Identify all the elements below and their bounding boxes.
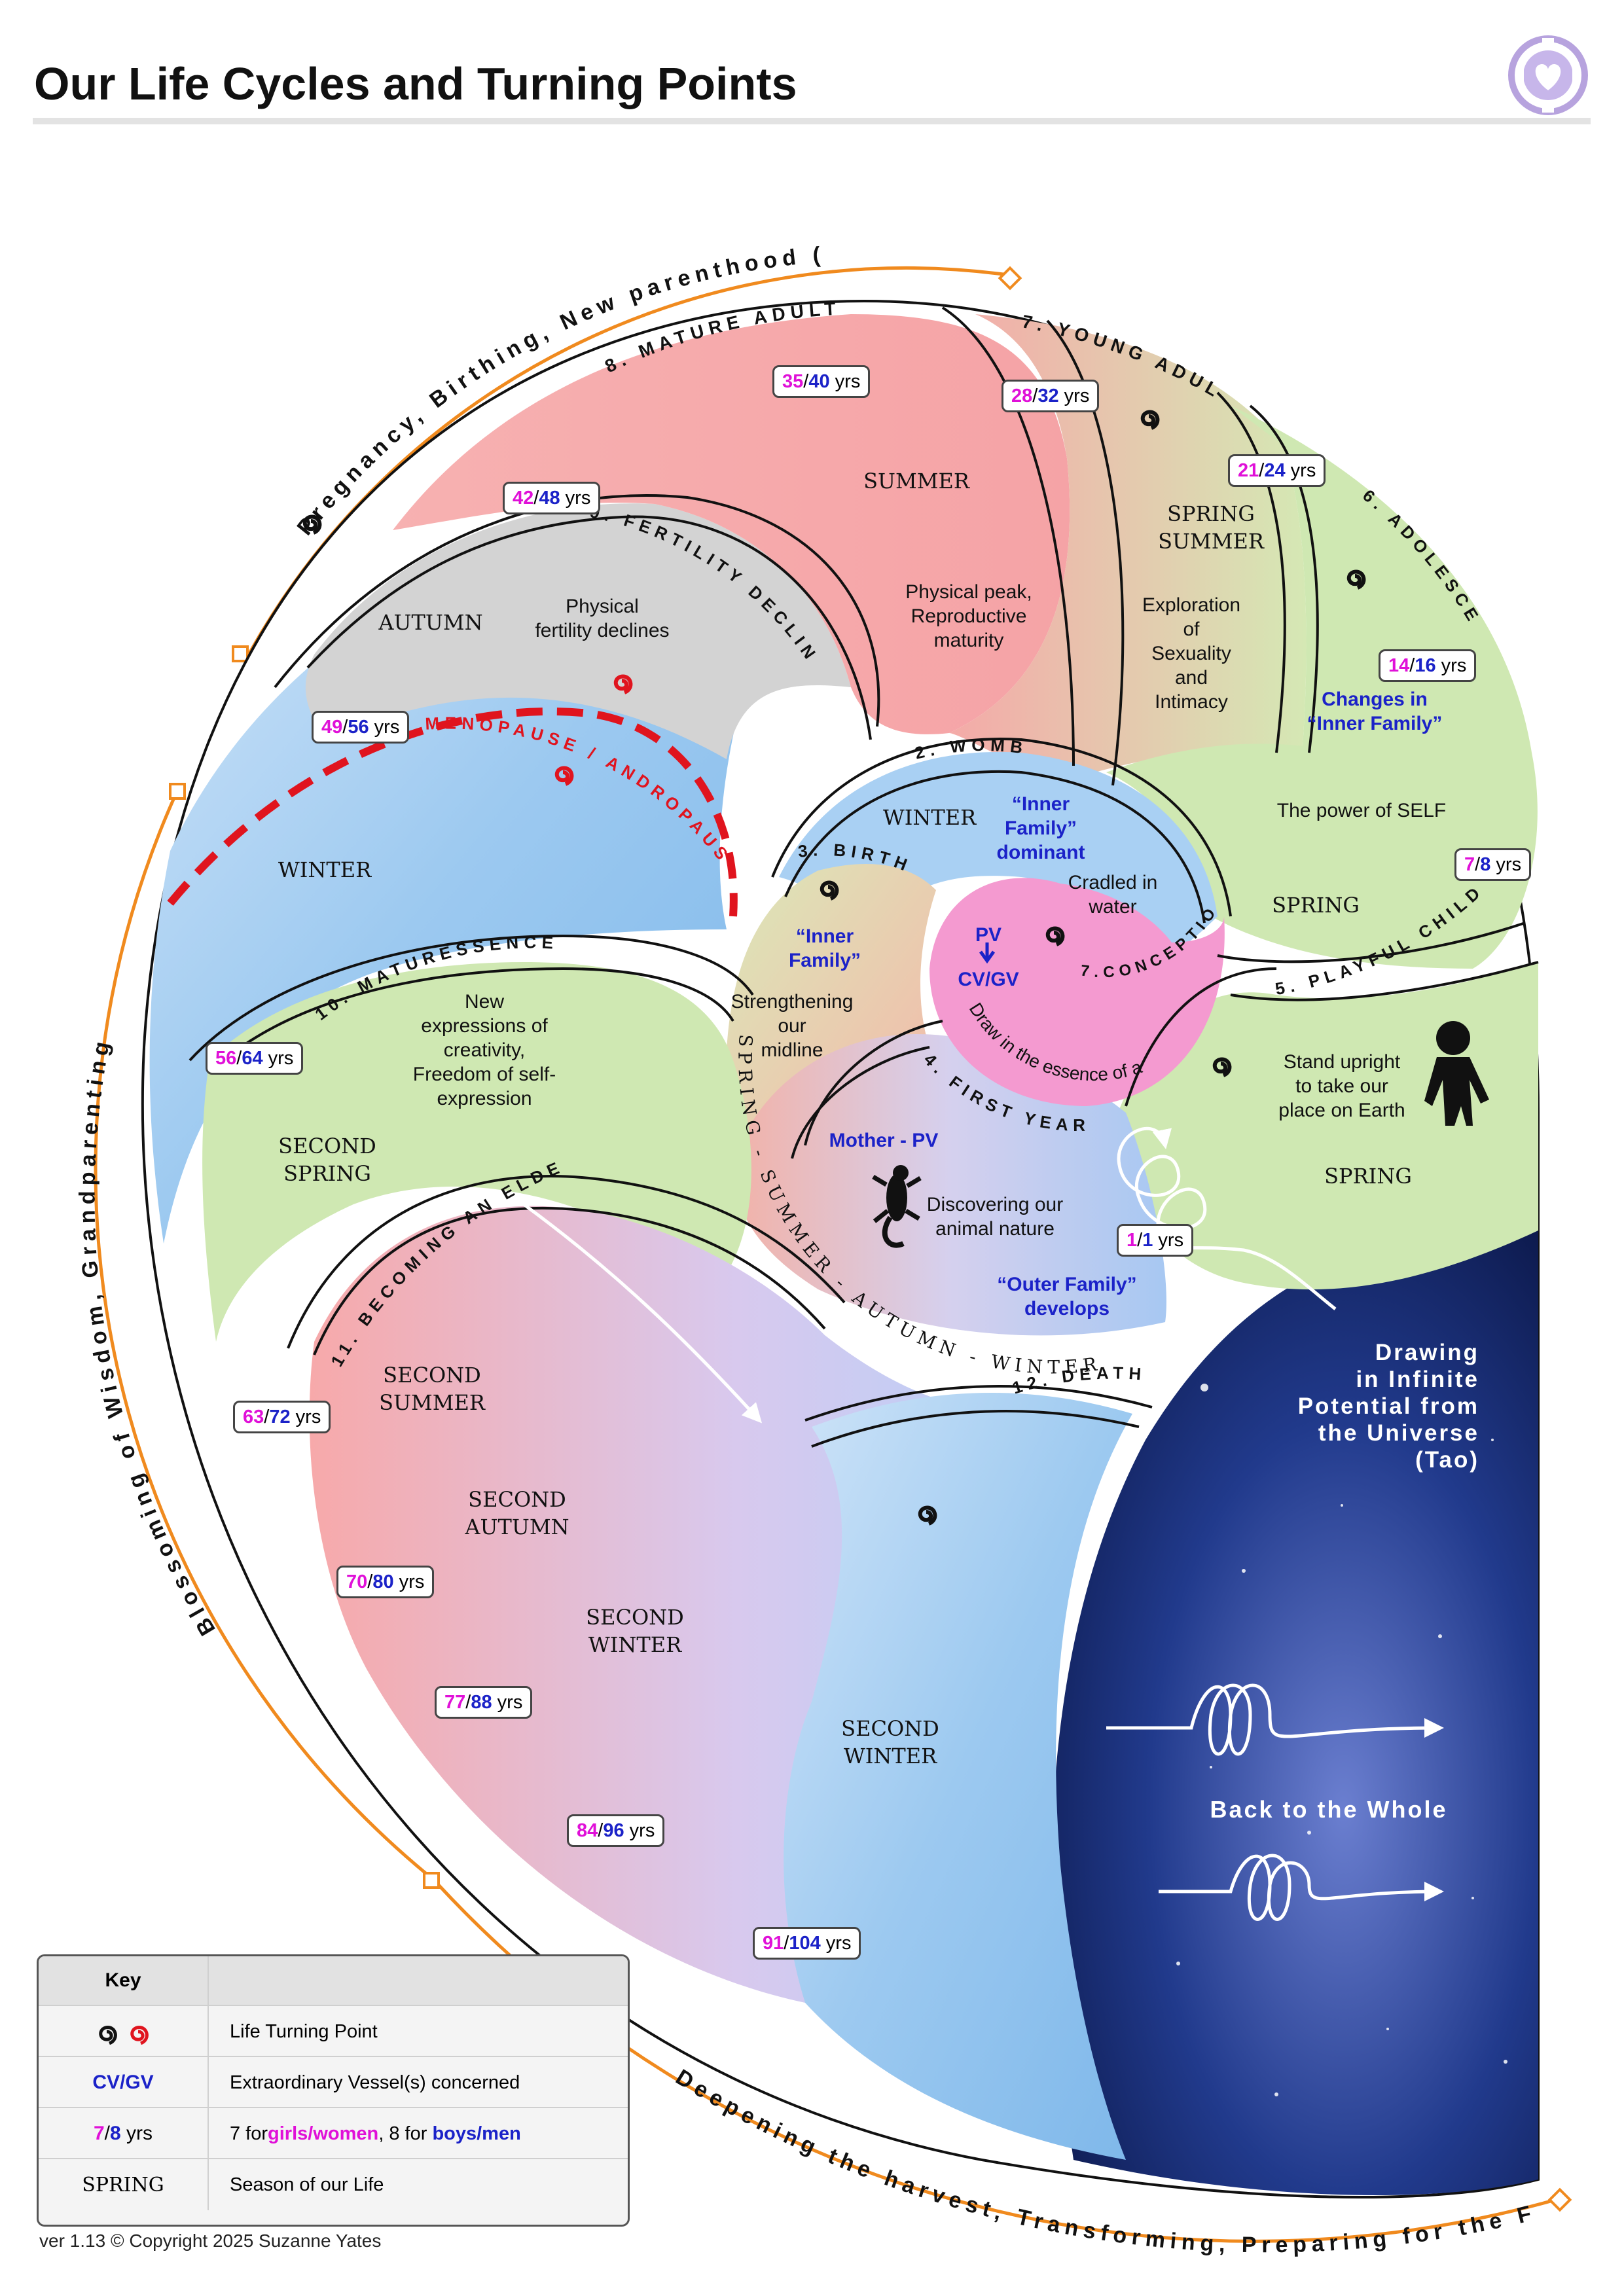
key-header: Key	[39, 1956, 209, 2005]
note-pv: PV	[975, 924, 1002, 946]
season-label: SPRING SUMMER	[1158, 501, 1264, 554]
child-silhouette-icon	[1424, 1021, 1489, 1126]
age-box: 49/56 yrs	[312, 711, 410, 744]
note-inner-family: “Inner Family”	[788, 925, 861, 971]
footer-copyright: ver 1.13 © Copyright 2025 Suzanne Yates	[39, 2231, 382, 2251]
age-box: 14/16 yrs	[1379, 649, 1477, 682]
heart-logo-icon	[1508, 35, 1588, 115]
age-box: 28/32 yrs	[1001, 380, 1100, 412]
key-symbol-age: 7/8 yrs	[39, 2108, 209, 2159]
universe-region	[1051, 1230, 1538, 2195]
season-label: SPRING	[1324, 1164, 1412, 1189]
turning-point-icon	[1140, 410, 1160, 430]
age-box: 1/1 yrs	[1117, 1224, 1194, 1257]
note-stand: Stand upright to take our place on Earth	[1278, 1051, 1405, 1121]
note-animal: Discovering our animal nature	[926, 1194, 1064, 1240]
title-rule	[33, 118, 1591, 124]
age-box: 7/8 yrs	[1454, 848, 1532, 881]
key-symbol-turning	[39, 2006, 209, 2057]
turning-point-icon	[820, 880, 839, 901]
note-fertility: Physical fertility declines	[535, 596, 670, 641]
note-cvgv: CV/GV	[958, 969, 1019, 990]
turning-point-icon	[1346, 569, 1366, 590]
note-cradled: Cradled in water	[1068, 872, 1158, 918]
season-label: SECOND SUMMER	[379, 1363, 485, 1415]
age-box: 63/72 yrs	[233, 1401, 331, 1433]
age-box: 91/104 yrs	[753, 1927, 861, 1960]
note-outer-family: “Outer Family” develops	[997, 1274, 1137, 1319]
note-back-whole: Back to the Whole	[1210, 1796, 1448, 1823]
legend-key: Key Life Turning Point CV/GV Extraordina…	[37, 1954, 630, 2227]
season-label: SUMMER	[863, 469, 969, 493]
season-label: AUTUMN	[378, 610, 483, 635]
season-label: WINTER	[882, 805, 977, 830]
note-power-self: The power of SELF	[1276, 800, 1447, 821]
note-drawing: Drawing in Infinite Potential from the U…	[1297, 1340, 1479, 1473]
arc-grandparenting	[94, 791, 433, 1880]
note-mother-pv: Mother - PV	[829, 1130, 939, 1151]
age-box: 21/24 yrs	[1228, 454, 1326, 487]
menopause-line	[167, 708, 738, 917]
note-new-expr: New expressions of creativity, Freedom o…	[412, 991, 556, 1109]
note-exploration: Exploration of Sexuality and Intimacy	[1142, 594, 1241, 713]
age-box: 77/88 yrs	[435, 1686, 533, 1719]
age-box: 70/80 yrs	[336, 1566, 435, 1598]
turning-point-icon	[554, 766, 574, 786]
age-box: 42/48 yrs	[503, 482, 601, 514]
page-title: Our Life Cycles and Turning Points	[34, 58, 797, 109]
turning-point-icon	[1212, 1057, 1232, 1077]
key-symbol-season: SPRING	[39, 2159, 209, 2210]
note-inner-changes: Changes in “Inner Family”	[1307, 689, 1443, 734]
key-desc: Extraordinary Vessel(s) concerned	[230, 2072, 520, 2093]
season-label: SPRING	[1272, 893, 1360, 918]
gecko-icon	[872, 1165, 922, 1248]
turning-point-icon	[918, 1505, 937, 1526]
key-desc: Season of our Life	[230, 2174, 384, 2195]
key-symbol-cvgv: CV/GV	[39, 2057, 209, 2108]
season-label: SECOND WINTER	[841, 1716, 939, 1768]
turning-point-icon	[302, 514, 322, 535]
note-inner-dominant: “Inner Family” dominant	[996, 793, 1085, 863]
age-box: 56/64 yrs	[206, 1042, 304, 1075]
season-label: SECOND SPRING	[278, 1134, 376, 1186]
key-desc: Life Turning Point	[230, 2020, 378, 2042]
season-label: SECOND WINTER	[586, 1605, 684, 1657]
turning-point-icon	[613, 674, 633, 694]
season-label: SECOND AUTUMN	[465, 1487, 569, 1539]
season-label: WINTER	[278, 857, 372, 882]
turning-point-icon	[1045, 926, 1065, 946]
key-desc: 7 for girls/women, 8 for boys/men	[230, 2123, 521, 2144]
note-strengthening: Strengthening our midline	[731, 991, 854, 1061]
note-physical-peak: Physical peak, Reproductive maturity	[905, 581, 1032, 651]
age-box: 84/96 yrs	[567, 1814, 665, 1847]
age-box: 35/40 yrs	[772, 365, 871, 398]
